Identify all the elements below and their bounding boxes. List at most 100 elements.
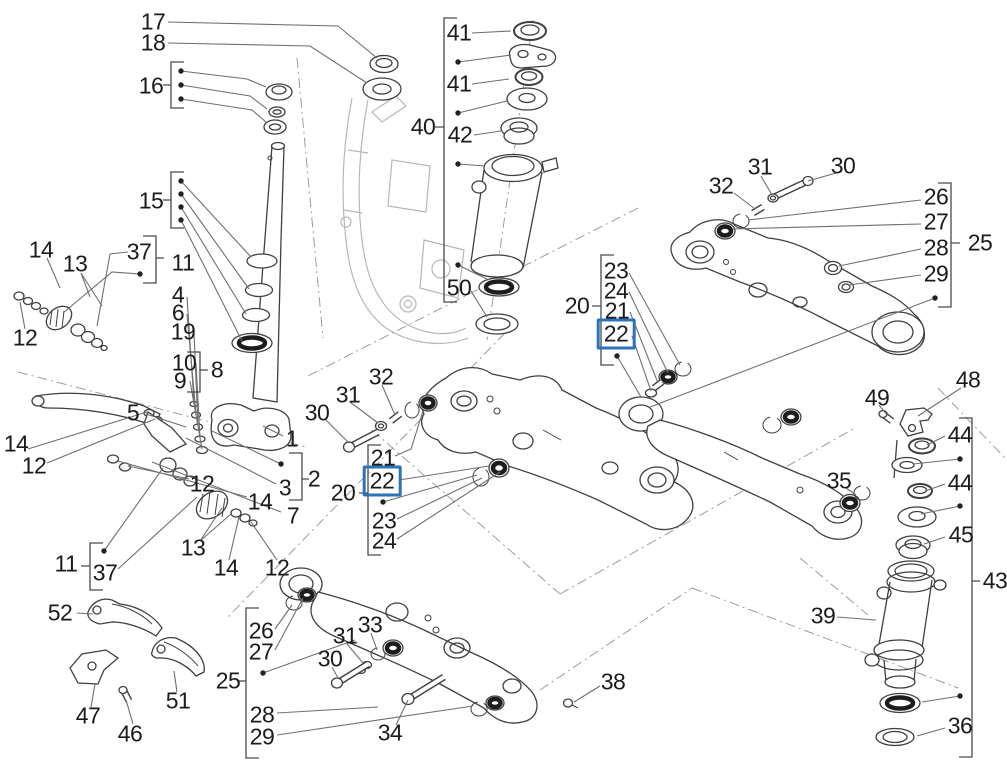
group-bracket <box>81 542 103 591</box>
callout-dot <box>137 271 143 277</box>
part-label-28: 28 <box>923 234 949 261</box>
part-label-46: 46 <box>117 720 143 747</box>
part-label-25: 25 <box>215 667 241 694</box>
leader-line <box>274 604 293 630</box>
callout-dot <box>178 178 184 184</box>
callout-dot <box>178 96 184 102</box>
part-label-8: 8 <box>210 356 224 383</box>
part-label-42: 42 <box>447 121 473 148</box>
part-label-4: 4 <box>171 281 185 308</box>
leader-line <box>349 401 379 424</box>
part-label-26: 26 <box>923 183 949 210</box>
leader-line <box>457 163 486 167</box>
part-label-49: 49 <box>864 384 890 411</box>
part-label-30: 30 <box>830 152 856 179</box>
leader-line <box>186 313 197 415</box>
upper-right-arm-drawing <box>670 175 925 356</box>
part-label-22-highlighted: 22 <box>596 318 636 350</box>
part-label-24: 24 <box>603 277 629 304</box>
part-label-39: 39 <box>810 602 836 629</box>
group-bracket <box>163 171 184 229</box>
callout-dot <box>178 68 184 74</box>
leader-line <box>180 180 252 258</box>
group-bracket <box>592 254 614 366</box>
group-bracket <box>289 452 309 501</box>
part-label-52: 52 <box>47 599 73 626</box>
leader-line <box>325 419 350 444</box>
leader-line <box>193 332 199 427</box>
leader-line <box>145 413 187 428</box>
part-label-18: 18 <box>140 29 166 56</box>
part-label-37: 37 <box>126 238 152 265</box>
part-label-22-highlighted: 22 <box>362 465 402 497</box>
part-label-44: 44 <box>947 421 973 448</box>
leader-line <box>199 507 223 542</box>
leader-line <box>173 670 178 693</box>
part-label-14: 14 <box>247 488 273 515</box>
leader-line <box>878 404 888 416</box>
leader-line <box>924 483 946 492</box>
levers-drawing <box>69 598 205 703</box>
part-label-7: 7 <box>286 502 300 529</box>
part-label-13: 13 <box>62 250 88 277</box>
part-label-41: 41 <box>446 70 472 97</box>
part-label-29: 29 <box>923 260 949 287</box>
leader-line <box>573 685 601 703</box>
part-label-16: 16 <box>138 72 164 99</box>
part-label-9: 9 <box>173 367 187 394</box>
part-label-37: 37 <box>92 559 118 586</box>
part-label-50: 50 <box>446 274 472 301</box>
callout-dot <box>614 353 620 359</box>
part-label-43: 43 <box>982 567 1007 594</box>
leader-line <box>395 699 409 726</box>
callout-dot <box>178 191 184 197</box>
leader-line <box>381 384 396 416</box>
leader-line <box>19 301 26 330</box>
leader-line <box>185 437 277 485</box>
leader-line <box>920 505 961 515</box>
part-label-21: 21 <box>604 297 630 324</box>
group-bracket <box>435 17 457 303</box>
leader-line <box>62 271 141 314</box>
group-bracket <box>959 417 980 758</box>
leader-line <box>346 643 364 664</box>
leader-line <box>180 84 268 110</box>
leader-line <box>370 632 378 651</box>
leader-line <box>180 98 267 123</box>
leader-line <box>396 471 501 540</box>
part-label-30: 30 <box>317 645 343 672</box>
background-frame-sketch <box>340 95 469 345</box>
part-label-15: 15 <box>138 187 164 214</box>
part-label-31: 31 <box>335 381 361 408</box>
leader-line <box>167 42 368 84</box>
steering-column-drawing <box>189 54 402 455</box>
leader-line <box>747 199 922 221</box>
part-label-29: 29 <box>249 723 275 750</box>
callout-dot <box>455 161 461 167</box>
leader-line <box>228 516 240 561</box>
part-label-31: 31 <box>747 153 773 180</box>
leader-line <box>470 290 488 318</box>
callout-dot <box>380 499 386 505</box>
callout-dot <box>957 693 963 699</box>
leader-line <box>760 175 773 196</box>
leader-line <box>276 705 474 736</box>
part-label-32: 32 <box>708 172 734 199</box>
leader-line <box>167 21 378 59</box>
group-bracket <box>163 61 184 109</box>
leader-line <box>274 597 304 651</box>
right-steering-tube-drawing <box>864 407 947 747</box>
group-bracket <box>143 235 164 284</box>
part-label-12: 12 <box>12 324 38 351</box>
leader-line <box>471 78 510 85</box>
callout-dot <box>932 295 938 301</box>
part-label-2: 2 <box>307 465 321 492</box>
callout-dot <box>260 670 266 676</box>
part-label-14: 14 <box>3 430 29 457</box>
leader-line <box>923 536 946 545</box>
leader-line <box>398 465 490 481</box>
part-label-51: 51 <box>165 687 191 714</box>
callout-dot <box>278 461 284 467</box>
part-label-14: 14 <box>28 236 54 263</box>
leader-line <box>46 257 61 289</box>
